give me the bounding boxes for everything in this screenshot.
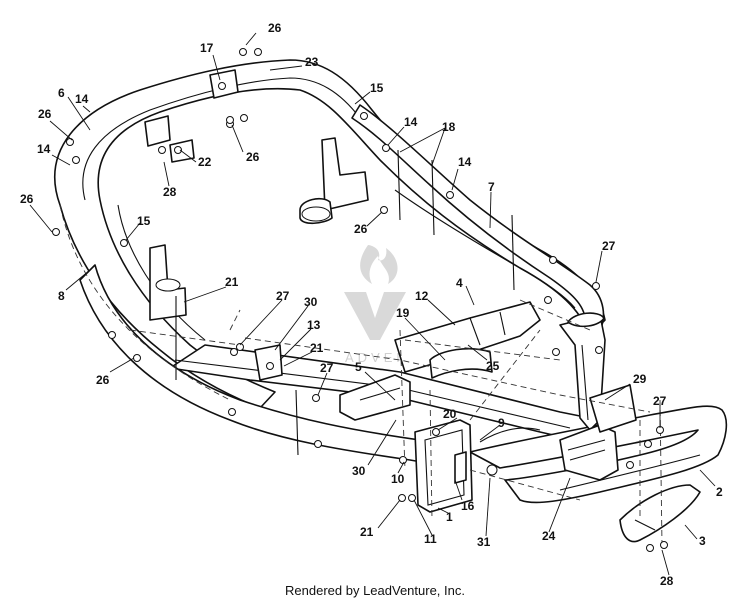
callout-30: 30 [352,464,366,478]
callout-15: 15 [137,214,151,228]
cross-brace [394,301,541,379]
callout-27: 27 [653,394,667,408]
callout-14: 14 [37,142,51,156]
callout-28: 28 [660,574,674,588]
callout-8: 8 [58,289,65,303]
callout-31: 31 [477,535,491,549]
bumper-plate [619,484,701,543]
callout-14: 14 [75,92,89,106]
watermark-logo [344,245,406,340]
callout-19: 19 [396,306,410,320]
callout-4: 4 [456,276,463,290]
callout-26: 26 [354,222,368,236]
callout-26: 26 [20,192,34,206]
callout-24: 24 [542,529,556,543]
callout-26: 26 [96,373,110,387]
callout-28: 28 [163,185,177,199]
callout-27: 27 [320,361,334,375]
callout-26: 26 [268,21,282,35]
callout-21: 21 [360,525,374,539]
footer-credit: Rendered by LeadVenture, Inc. [285,583,465,598]
callout-22: 22 [198,155,212,169]
callout-9: 9 [498,416,505,430]
hardware-fasteners [52,48,668,552]
callout-23: 23 [305,55,319,69]
callout-12: 12 [415,289,429,303]
callout-7: 7 [488,180,495,194]
callout-26: 26 [246,150,260,164]
callout-1: 1 [446,510,453,524]
callout-13: 13 [307,318,321,332]
callout-5: 5 [355,360,362,374]
rear-axle-mount [299,137,369,225]
callout-16: 16 [461,499,475,513]
callout-20: 20 [443,407,457,421]
callout-30: 30 [304,295,318,309]
callout-3: 3 [699,534,706,548]
callout-21: 21 [225,275,239,289]
callout-29: 29 [633,372,647,386]
callout-27: 27 [602,239,616,253]
callout-18: 18 [442,120,456,134]
pedal-bracket-assembly [559,384,637,481]
callout-11: 11 [424,532,437,546]
frame-rail [54,59,611,471]
leader-lines [29,32,716,576]
callouts: 26 17 23 6 14 15 26 14 18 22 26 14 28 14… [20,21,723,588]
callout-17: 17 [200,41,214,55]
callout-27: 27 [276,289,290,303]
callout-2: 2 [716,485,723,499]
callout-6: 6 [58,86,65,100]
callout-14: 14 [458,155,472,169]
callout-25: 25 [486,359,500,373]
callout-26: 26 [38,107,52,121]
callout-21: 21 [310,341,324,355]
left-pedestal [149,244,187,321]
tie-rods [175,149,541,456]
callout-10: 10 [391,472,405,486]
callout-14: 14 [404,115,418,129]
callout-15: 15 [370,81,384,95]
